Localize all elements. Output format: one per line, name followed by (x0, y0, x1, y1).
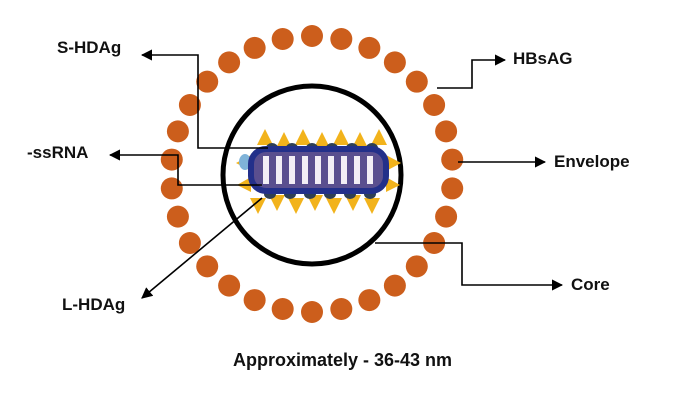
hbsag-bead (330, 297, 353, 320)
ssrna-pointer (108, 149, 262, 186)
l-hdag-triangle (326, 198, 342, 214)
label-hbsag: HBsAG (513, 49, 573, 68)
l-hdag-bottom-triangles (250, 195, 380, 214)
hbsag-bead (218, 51, 241, 74)
hbsag-bead (435, 120, 458, 143)
hbsag-bead (196, 255, 219, 278)
size-caption: Approximately - 36-43 nm (232, 350, 453, 370)
label-l-hdag: L-HDAg (62, 295, 126, 314)
s-hdag-pointer (140, 49, 268, 149)
hbsag-bead (405, 70, 428, 93)
hbsag-bead (160, 177, 183, 200)
hbsag-bead (301, 301, 323, 323)
hbsag-bead (243, 36, 266, 59)
l-hdag-triangle (307, 195, 323, 211)
rna-segment (354, 156, 360, 184)
ssrna-segments (263, 156, 373, 184)
core-membrane (220, 83, 404, 267)
rna-segment (276, 156, 282, 184)
l-hdag-top-triangles (257, 129, 387, 148)
hbsag-bead (358, 36, 381, 59)
hbsag-bead (178, 94, 201, 116)
hbsag-bead (271, 28, 294, 51)
l-hdag-triangle (257, 129, 273, 145)
rna-segment (328, 156, 334, 184)
hbsag-bead (423, 94, 446, 116)
l-hdag-triangle (364, 198, 380, 214)
hbsag-bead (271, 297, 294, 320)
l-hdag-triangle (276, 132, 292, 148)
l-hdag-triangle (345, 195, 361, 211)
label-envelope: Envelope (554, 152, 630, 171)
hbsag-bead (383, 274, 406, 297)
hbsag-bead (196, 70, 219, 93)
hbsag-bead (178, 232, 201, 254)
l-hdag-pointer (141, 197, 263, 299)
hbsag-bead (441, 148, 464, 171)
hbsag-envelope-beads (160, 25, 464, 323)
rna-segment (367, 156, 373, 184)
l-hdag-triangle (250, 198, 266, 214)
l-hdag-triangle (295, 129, 311, 145)
rna-segment (315, 156, 321, 184)
label-ssrna: -ssRNA (27, 143, 89, 162)
l-hdag-triangle (288, 198, 304, 214)
hbsag-bead (243, 289, 266, 312)
l-hdag-triangle (386, 155, 401, 171)
l-hdag-triangle (386, 177, 400, 192)
hbsag-bead (435, 205, 458, 228)
l-hdag-triangle (352, 132, 368, 148)
hbsag-bead (330, 28, 353, 51)
rna-segment (302, 156, 308, 184)
l-hdag-triangle (314, 132, 330, 148)
l-hdag-triangle (333, 129, 349, 145)
rna-segment (341, 156, 347, 184)
l-hdag-triangle (269, 195, 285, 211)
hbsag-bead (166, 205, 189, 228)
hbsag-bead (358, 289, 381, 312)
rna-segment (263, 156, 269, 184)
hbsag-bead (160, 148, 183, 171)
l-hdag-triangle (371, 129, 387, 145)
hbsag-bead (405, 255, 428, 278)
hbsag-bead (218, 274, 241, 297)
label-core: Core (571, 275, 610, 294)
hbsag-bead (383, 51, 406, 74)
hbsag-pointer (437, 54, 507, 89)
label-s-hdag: S-HDAg (57, 38, 122, 57)
rna-segment (289, 156, 295, 184)
core-pointer (375, 242, 564, 291)
hbsag-bead (166, 120, 189, 143)
hbsag-bead (441, 177, 464, 200)
hbsag-bead (301, 25, 323, 47)
